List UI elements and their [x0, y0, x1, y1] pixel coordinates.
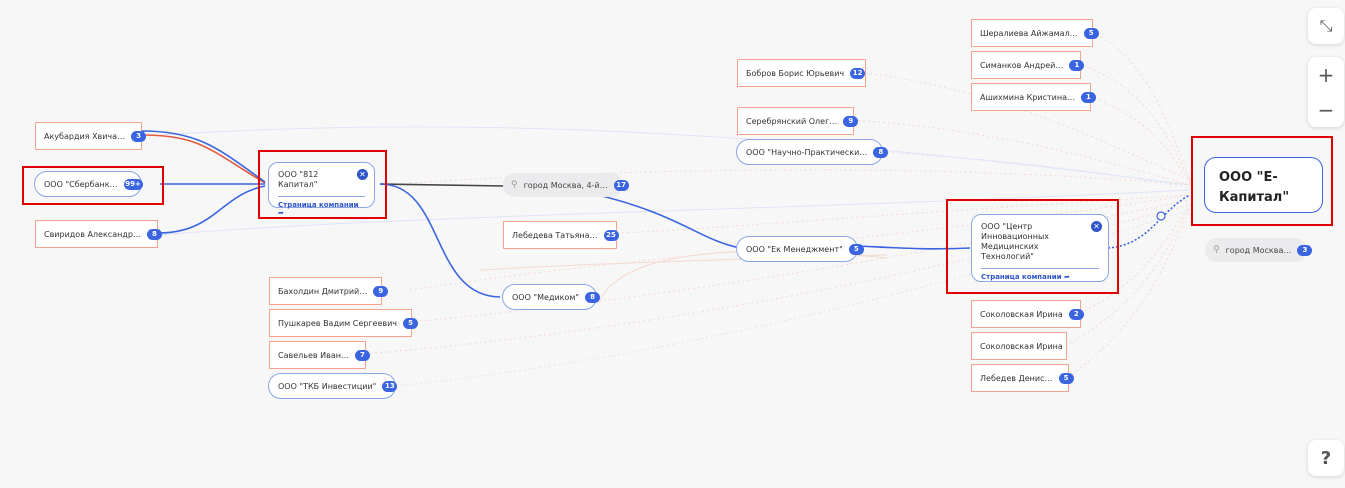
company-card-812-kapital[interactable]: ООО "812 Капитал" ✕ Страница компании ➦ — [268, 162, 375, 217]
person-label: Лебедев Денис… — [980, 373, 1053, 383]
connections-badge: 99+ — [123, 178, 143, 190]
person-label: Савельев Иван… — [278, 350, 349, 360]
address-moscow-right[interactable]: ⚲ город Москва… 3 — [1205, 238, 1313, 262]
person-label: Соколовская Ирина — [980, 309, 1063, 319]
person-sheralieva[interactable]: Шералиева Айжамал… 5 — [971, 19, 1099, 47]
connections-badge: 25 — [603, 229, 619, 241]
zoom-out-button[interactable]: − — [1318, 92, 1335, 127]
card-divider — [278, 196, 365, 197]
person-akubardia[interactable]: Акубардия Хвича… 3 — [35, 122, 147, 150]
company-label: ООО "Медиком" — [512, 292, 580, 302]
connections-badge: 9 — [843, 115, 859, 127]
connections-badge: 7 — [354, 349, 370, 361]
connections-badge: 8 — [585, 291, 601, 303]
highlight-center-company — [946, 199, 1119, 294]
connections-badge: 1 — [1080, 91, 1096, 103]
company-label: ООО "Научно-Практически… — [746, 147, 868, 157]
person-bobrov[interactable]: Бобров Борис Юрьевич 12 — [737, 59, 866, 87]
person-label: Серебрянский Олег… — [746, 116, 838, 126]
company-nauchno[interactable]: ООО "Научно-Практически… 8 — [736, 139, 889, 165]
minus-icon: − — [1317, 97, 1335, 122]
zoom-controls: + − — [1308, 57, 1344, 127]
person-label: Ашихмина Кристина… — [980, 92, 1075, 102]
connections-badge: 13 — [382, 380, 398, 392]
zoom-in-button[interactable]: + — [1318, 57, 1335, 92]
person-label: Пушкарев Вадим Сергеевич — [278, 318, 398, 328]
person-label: Лебедева Татьяна… — [512, 230, 598, 240]
address-label: город Москва, 4-й… — [523, 180, 608, 190]
main-edges — [141, 130, 1191, 298]
connections-badge: 8 — [873, 146, 889, 158]
person-saveliev[interactable]: Савельев Иван… 7 — [269, 341, 370, 369]
person-pushkarev[interactable]: Пушкарев Вадим Сергеевич 5 — [269, 309, 419, 337]
person-simankov[interactable]: Симанков Андрей… 1 — [971, 51, 1085, 79]
person-lebedev[interactable]: Лебедев Денис… 5 — [971, 364, 1074, 392]
company-title: ООО "Центр Инновационных Медицинских Тех… — [981, 222, 1050, 261]
company-label: ООО "ТКБ Инвестиции" — [278, 381, 377, 391]
person-label: Соколовская Ирина — [980, 341, 1063, 351]
person-serebryansky[interactable]: Серебрянский Олег… 9 — [737, 107, 859, 135]
question-icon: ? — [1320, 447, 1332, 469]
connections-badge: 5 — [403, 317, 419, 329]
share-arrow-icon: ➦ — [278, 209, 284, 217]
collapse-button[interactable]: ⤡ — [1308, 8, 1344, 44]
company-page-link-label: Страница компании — [278, 201, 359, 209]
person-lebedeva[interactable]: Лебедева Татьяна… 25 — [503, 221, 619, 249]
connections-badge: 3 — [1297, 244, 1313, 256]
person-label: Шералиева Айжамал… — [980, 28, 1078, 38]
address-label: город Москва… — [1225, 245, 1292, 255]
address-moscow[interactable]: ⚲ город Москва, 4-й… 17 — [503, 173, 629, 197]
person-ashikhmina[interactable]: Ашихмина Кристина… 1 — [971, 83, 1096, 111]
person-sokolovskaya-2[interactable]: Соколовская Ирина — [971, 332, 1067, 360]
person-label: Свиридов Александр… — [44, 229, 141, 239]
clock-marker — [1156, 211, 1166, 221]
company-medikom[interactable]: ООО "Медиком" 8 — [502, 284, 601, 310]
person-sviridov[interactable]: Свиридов Александр… 8 — [35, 220, 162, 248]
connections-badge: 1 — [1069, 59, 1085, 71]
connections-badge: 5 — [1058, 372, 1074, 384]
location-pin-icon: ⚲ — [1213, 245, 1220, 255]
company-label: ООО "Сбербанк… — [44, 179, 118, 189]
card-divider — [981, 268, 1099, 269]
target-company-label: ООО "Е-Капитал" — [1219, 170, 1290, 205]
person-label: Акубардия Хвича… — [44, 131, 126, 141]
company-page-link[interactable]: Страница компании ➦ — [981, 273, 1099, 281]
collapse-icon: ⤡ — [1319, 16, 1333, 35]
help-button[interactable]: ? — [1308, 440, 1344, 476]
connections-badge: 8 — [146, 228, 162, 240]
person-sokolovskaya-1[interactable]: Соколовская Ирина 2 — [971, 300, 1084, 328]
person-label: Бобров Борис Юрьевич — [746, 68, 845, 78]
company-ek-management[interactable]: ООО "Ек Менеджмент" 5 — [736, 236, 864, 262]
company-page-link-label: Страница компании — [981, 273, 1062, 281]
connections-badge: 5 — [848, 243, 864, 255]
location-pin-icon: ⚲ — [511, 180, 518, 190]
company-sberbank[interactable]: ООО "Сбербанк… 99+ — [34, 171, 143, 197]
person-label: Симанков Андрей… — [980, 60, 1064, 70]
share-arrow-icon: ➦ — [1063, 273, 1070, 281]
connections-badge: 5 — [1083, 27, 1099, 39]
company-label: ООО "Ек Менеджмент" — [746, 244, 843, 254]
connections-badge: 2 — [1068, 308, 1084, 320]
company-card-center[interactable]: ООО "Центр Инновационных Медицинских Тех… — [971, 214, 1109, 282]
close-icon[interactable]: ✕ — [357, 169, 368, 180]
company-tkb[interactable]: ООО "ТКБ Инвестиции" 13 — [268, 373, 398, 399]
person-label: Бахолдин Дмитрий… — [278, 286, 368, 296]
close-icon[interactable]: ✕ — [1091, 221, 1102, 232]
highlight-target-company — [1191, 136, 1333, 226]
company-title: ООО "812 Капитал" — [278, 170, 319, 189]
connections-badge: 3 — [131, 130, 147, 142]
connections-badge: 9 — [373, 285, 389, 297]
highlight-sberbank — [22, 166, 164, 205]
company-page-link[interactable]: Страница компании ➦ — [278, 201, 365, 217]
plus-icon: + — [1317, 62, 1335, 87]
connections-badge: 17 — [613, 179, 629, 191]
target-company-e-kapital[interactable]: ООО "Е-Капитал" — [1204, 157, 1323, 213]
person-bakholdin[interactable]: Бахолдин Дмитрий… 9 — [269, 277, 389, 305]
connections-badge: 12 — [850, 67, 866, 79]
highlight-812-kapital — [258, 150, 387, 219]
